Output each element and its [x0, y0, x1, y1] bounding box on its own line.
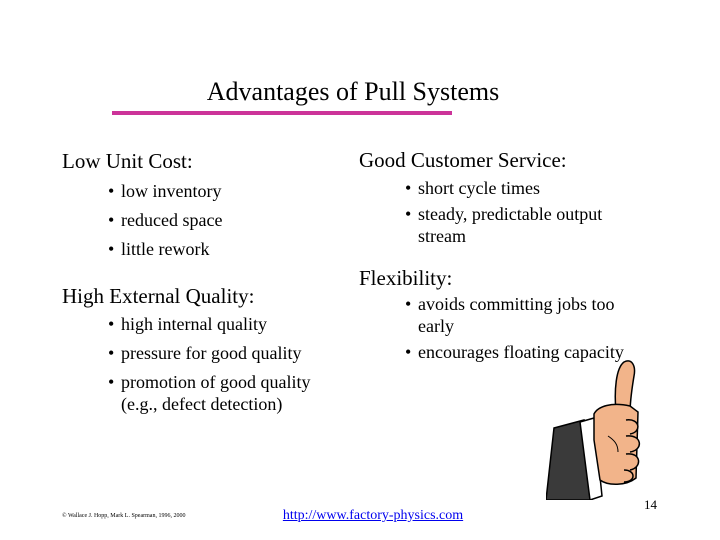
heading-high-external-quality: High External Quality: — [62, 284, 255, 308]
page-number: 14 — [644, 497, 657, 512]
thumbs-up-hand-icon — [546, 360, 640, 500]
heading-flexibility: Flexibility: — [359, 266, 453, 290]
factory-physics-link[interactable]: http://www.factory-physics.com — [282, 508, 464, 523]
bullet-item: promotion of good quality (e.g., defect … — [108, 371, 340, 415]
bullet-item: pressure for good quality — [108, 342, 340, 364]
heading-good-customer-service: Good Customer Service: — [359, 148, 567, 172]
bullet-list-high-external-quality: high internal quality pressure for good … — [108, 313, 340, 422]
bullet-item: encourages floating capacity — [405, 341, 645, 363]
bullet-item: steady, predictable output stream — [405, 203, 645, 247]
title-underline — [112, 111, 452, 115]
heading-low-unit-cost: Low Unit Cost: — [62, 149, 193, 173]
copyright-notice: © Wallace J. Hopp, Mark L. Spearman, 199… — [62, 513, 186, 519]
bullet-item: low inventory — [108, 180, 308, 202]
slide-title: Advantages of Pull Systems — [206, 77, 500, 106]
bullet-item: short cycle times — [405, 177, 645, 199]
bullet-item: little rework — [108, 238, 308, 260]
bullet-list-low-unit-cost: low inventory reduced space little rewor… — [108, 180, 308, 267]
bullet-item: high internal quality — [108, 313, 340, 335]
bullet-list-flexibility: avoids committing jobs too early encoura… — [405, 293, 645, 367]
bullet-item: avoids committing jobs too early — [405, 293, 645, 337]
bullet-list-good-customer-service: short cycle times steady, predictable ou… — [405, 177, 645, 251]
bullet-item: reduced space — [108, 209, 308, 231]
